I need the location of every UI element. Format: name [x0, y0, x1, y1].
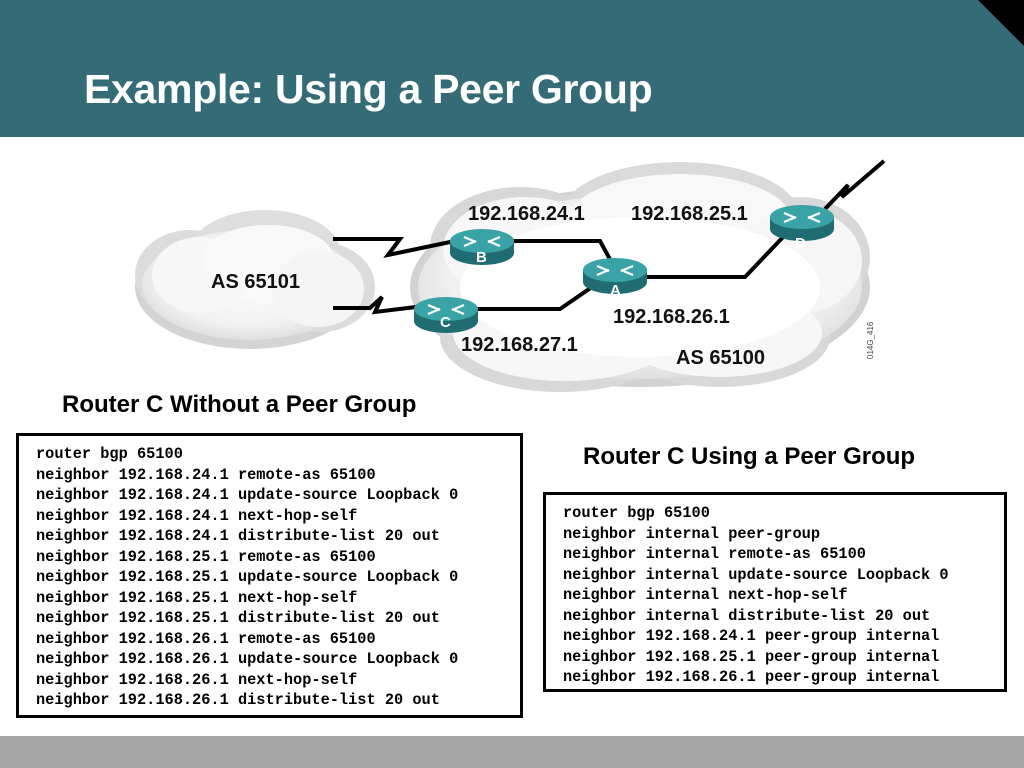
config-line: neighbor 192.168.24.1 peer-group interna… [563, 627, 940, 645]
link-c-a [475, 285, 594, 311]
config-line: neighbor 192.168.25.1 remote-as 65100 [36, 547, 376, 566]
router-d [770, 205, 834, 241]
config-line: neighbor internal remote-as 65100 [563, 545, 866, 563]
config-line: neighbor 192.168.26.1 distribute-list 20… [36, 691, 440, 709]
without-peer-group-config: router bgp 65100 neighbor 192.168.24.1 r… [16, 433, 523, 718]
network-diagram-svg [135, 159, 886, 392]
router-b-label: B [476, 249, 487, 266]
link-b-a [510, 239, 614, 264]
link-a-d [645, 233, 787, 279]
router-b [450, 229, 514, 265]
ip-label-b: 192.168.24.1 [468, 203, 585, 225]
config-line: neighbor 192.168.25.1 update-source Loop… [36, 568, 459, 586]
as-65101-cloud [135, 210, 375, 349]
router-icon [596, 264, 634, 277]
using-peer-group-heading: Router C Using a Peer Group [583, 443, 916, 470]
config-line: neighbor internal update-source Loopback… [563, 565, 949, 584]
ip-label-d: 192.168.25.1 [631, 203, 748, 225]
title-bar: Example: Using a Peer Group [0, 0, 1024, 137]
config-line: neighbor internal next-hop-self [563, 586, 848, 604]
config-line: neighbor 192.168.26.1 update-source Loop… [36, 650, 459, 668]
link-d-wan [823, 159, 886, 211]
config-line: neighbor 192.168.25.1 next-hop-self [36, 588, 358, 607]
config-line: neighbor 192.168.24.1 distribute-list 20… [36, 527, 440, 545]
config-line: router bgp 65100 [563, 504, 710, 522]
config-line: neighbor 192.168.25.1 distribute-list 20… [36, 609, 440, 627]
config-line: neighbor 192.168.24.1 next-hop-self [36, 506, 358, 525]
router-c-label: C [440, 314, 451, 331]
link-c-external [333, 295, 417, 315]
config-line: neighbor 192.168.25.1 peer-group interna… [563, 647, 940, 666]
network-links [333, 159, 886, 315]
config-line: neighbor 192.168.24.1 update-source Loop… [36, 486, 459, 504]
config-line: neighbor 192.168.26.1 remote-as 65100 [36, 629, 376, 648]
link-b-external [333, 237, 456, 259]
corner-fold-decoration [978, 0, 1024, 46]
router-icon [783, 211, 821, 224]
footer-bar [0, 736, 1024, 768]
as-65100-label: AS 65100 [676, 347, 765, 369]
ip-label-a: 192.168.26.1 [613, 306, 730, 328]
config-line: neighbor 192.168.26.1 next-hop-self [36, 670, 358, 689]
router-a-label: A [610, 282, 621, 299]
using-peer-group-config: router bgp 65100 neighbor internal peer-… [543, 492, 1007, 692]
router-c [414, 297, 478, 333]
figure-reference-code: 014G_416 [866, 321, 875, 359]
config-line: neighbor 192.168.24.1 remote-as 65100 [36, 465, 376, 484]
config-line: router bgp 65100 [36, 445, 183, 463]
router-icon [463, 235, 501, 248]
router-icon [427, 303, 465, 316]
without-peer-group-heading: Router C Without a Peer Group [62, 391, 417, 418]
router-d-label: D [795, 235, 806, 252]
network-diagram: B C A D AS 65101 AS 65100 192.168.24.1 1… [0, 137, 1024, 397]
config-line: neighbor internal peer-group [563, 524, 821, 543]
config-line: neighbor internal distribute-list 20 out [563, 606, 931, 625]
ip-label-c: 192.168.27.1 [461, 334, 578, 356]
router-a [583, 258, 647, 294]
page-title: Example: Using a Peer Group [84, 66, 653, 112]
as-65101-label: AS 65101 [211, 271, 300, 293]
config-line: neighbor 192.168.26.1 peer-group interna… [563, 668, 940, 686]
